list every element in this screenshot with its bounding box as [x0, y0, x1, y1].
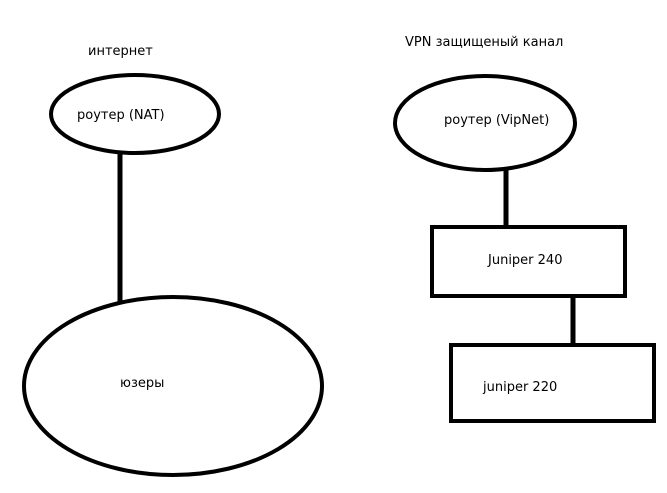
- router-nat-label: роутер (NAT): [77, 108, 165, 123]
- internet-label: интернет: [88, 44, 153, 59]
- juniper-220-node: [449, 343, 656, 423]
- router-vipnet-node: [393, 74, 577, 172]
- juniper-220-label: juniper 220: [482, 380, 557, 395]
- users-node: [22, 295, 324, 477]
- router-vipnet-label: роутер (VipNet): [444, 113, 549, 128]
- juniper-240-label: Juniper 240: [487, 253, 562, 268]
- users-label: юзеры: [120, 376, 164, 391]
- vpn-channel-label: VPN защищеный канал: [405, 35, 563, 50]
- router-nat-node: [49, 73, 221, 155]
- juniper-240-node: [430, 225, 627, 298]
